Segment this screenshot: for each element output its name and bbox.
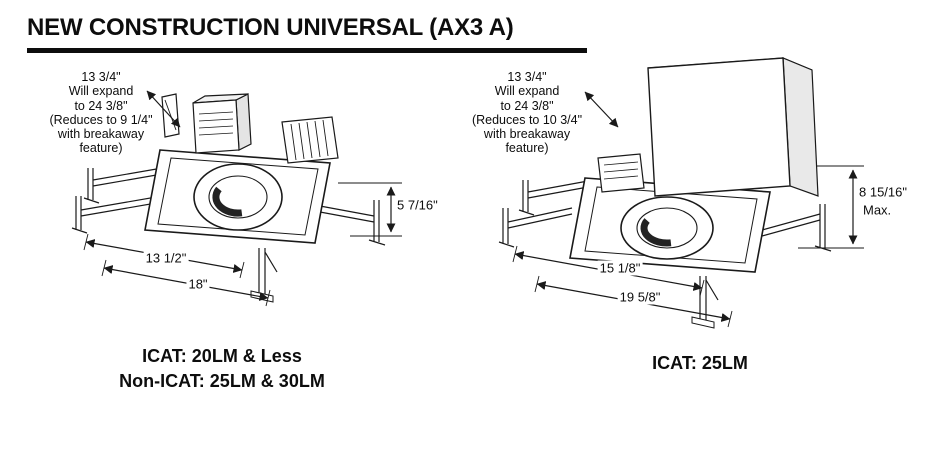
hanger-foot-right <box>814 204 832 252</box>
left-height-dimension: 5 7/16" <box>397 197 438 213</box>
right-expand-note: 13 3/4" Will expand to 24 3/8" (Reduces … <box>471 70 583 156</box>
plenum-box <box>647 57 791 197</box>
nail-bracket <box>699 276 719 320</box>
hanger-bar-right <box>319 205 375 223</box>
expand-dimension-arrow <box>146 90 181 128</box>
hanger-foot-upper-left <box>518 180 535 216</box>
aperture-ring-inner <box>208 175 268 219</box>
hanger-bar-lower-left <box>80 195 163 217</box>
driver-box <box>281 116 339 164</box>
title-underline <box>27 48 587 53</box>
aperture-ring-outer <box>620 196 714 260</box>
right-model-caption: ICAT: 25LM <box>652 353 748 373</box>
aperture-shadow <box>212 186 243 217</box>
hanger-bar-lower-left <box>507 207 573 229</box>
mounting-pan-inner <box>157 157 319 236</box>
mounting-pan-inner <box>584 186 758 264</box>
hanger-bar-upper-left <box>527 180 589 199</box>
right-housing-width-dimension: 15 1/8" <box>597 260 643 276</box>
page-title: NEW CONSTRUCTION UNIVERSAL (AX3 A) <box>27 14 514 41</box>
terminal-box <box>597 153 645 193</box>
left-housing-drawing <box>71 90 402 307</box>
hanger-foot-right <box>368 200 386 246</box>
left-model-caption: ICAT: 20LM & Less Non-ICAT: 25LM & 30LM <box>119 346 325 392</box>
hanger-bar-right <box>761 213 821 237</box>
aperture-ring-inner <box>636 207 698 249</box>
hanger-foot-lower-left <box>498 208 515 248</box>
right-housing-drawing <box>498 57 864 329</box>
hanger-foot-lower-left <box>71 196 88 234</box>
expand-dimension-arrow <box>584 91 619 128</box>
left-housing-width-dimension: 13 1/2" <box>143 250 189 266</box>
height-extension-lines <box>338 182 402 237</box>
junction-box <box>192 99 240 154</box>
aperture-shadow <box>640 218 672 247</box>
aperture-ring-outer <box>193 163 283 231</box>
right-height-dimension: 8 15/16" <box>859 184 907 200</box>
left-expand-note: 13 3/4" Will expand to 24 3/8" (Reduces … <box>49 70 153 156</box>
left-overall-width-dimension: 18" <box>186 276 210 292</box>
right-overall-width-dimension: 19 5/8" <box>617 289 663 305</box>
overall-width-dimension-arrow <box>103 265 269 301</box>
nail-bracket <box>258 248 278 294</box>
hanger-foot-upper-left <box>83 168 100 204</box>
right-height-qualifier: Max. <box>863 202 892 218</box>
height-extension-lines <box>798 165 864 249</box>
